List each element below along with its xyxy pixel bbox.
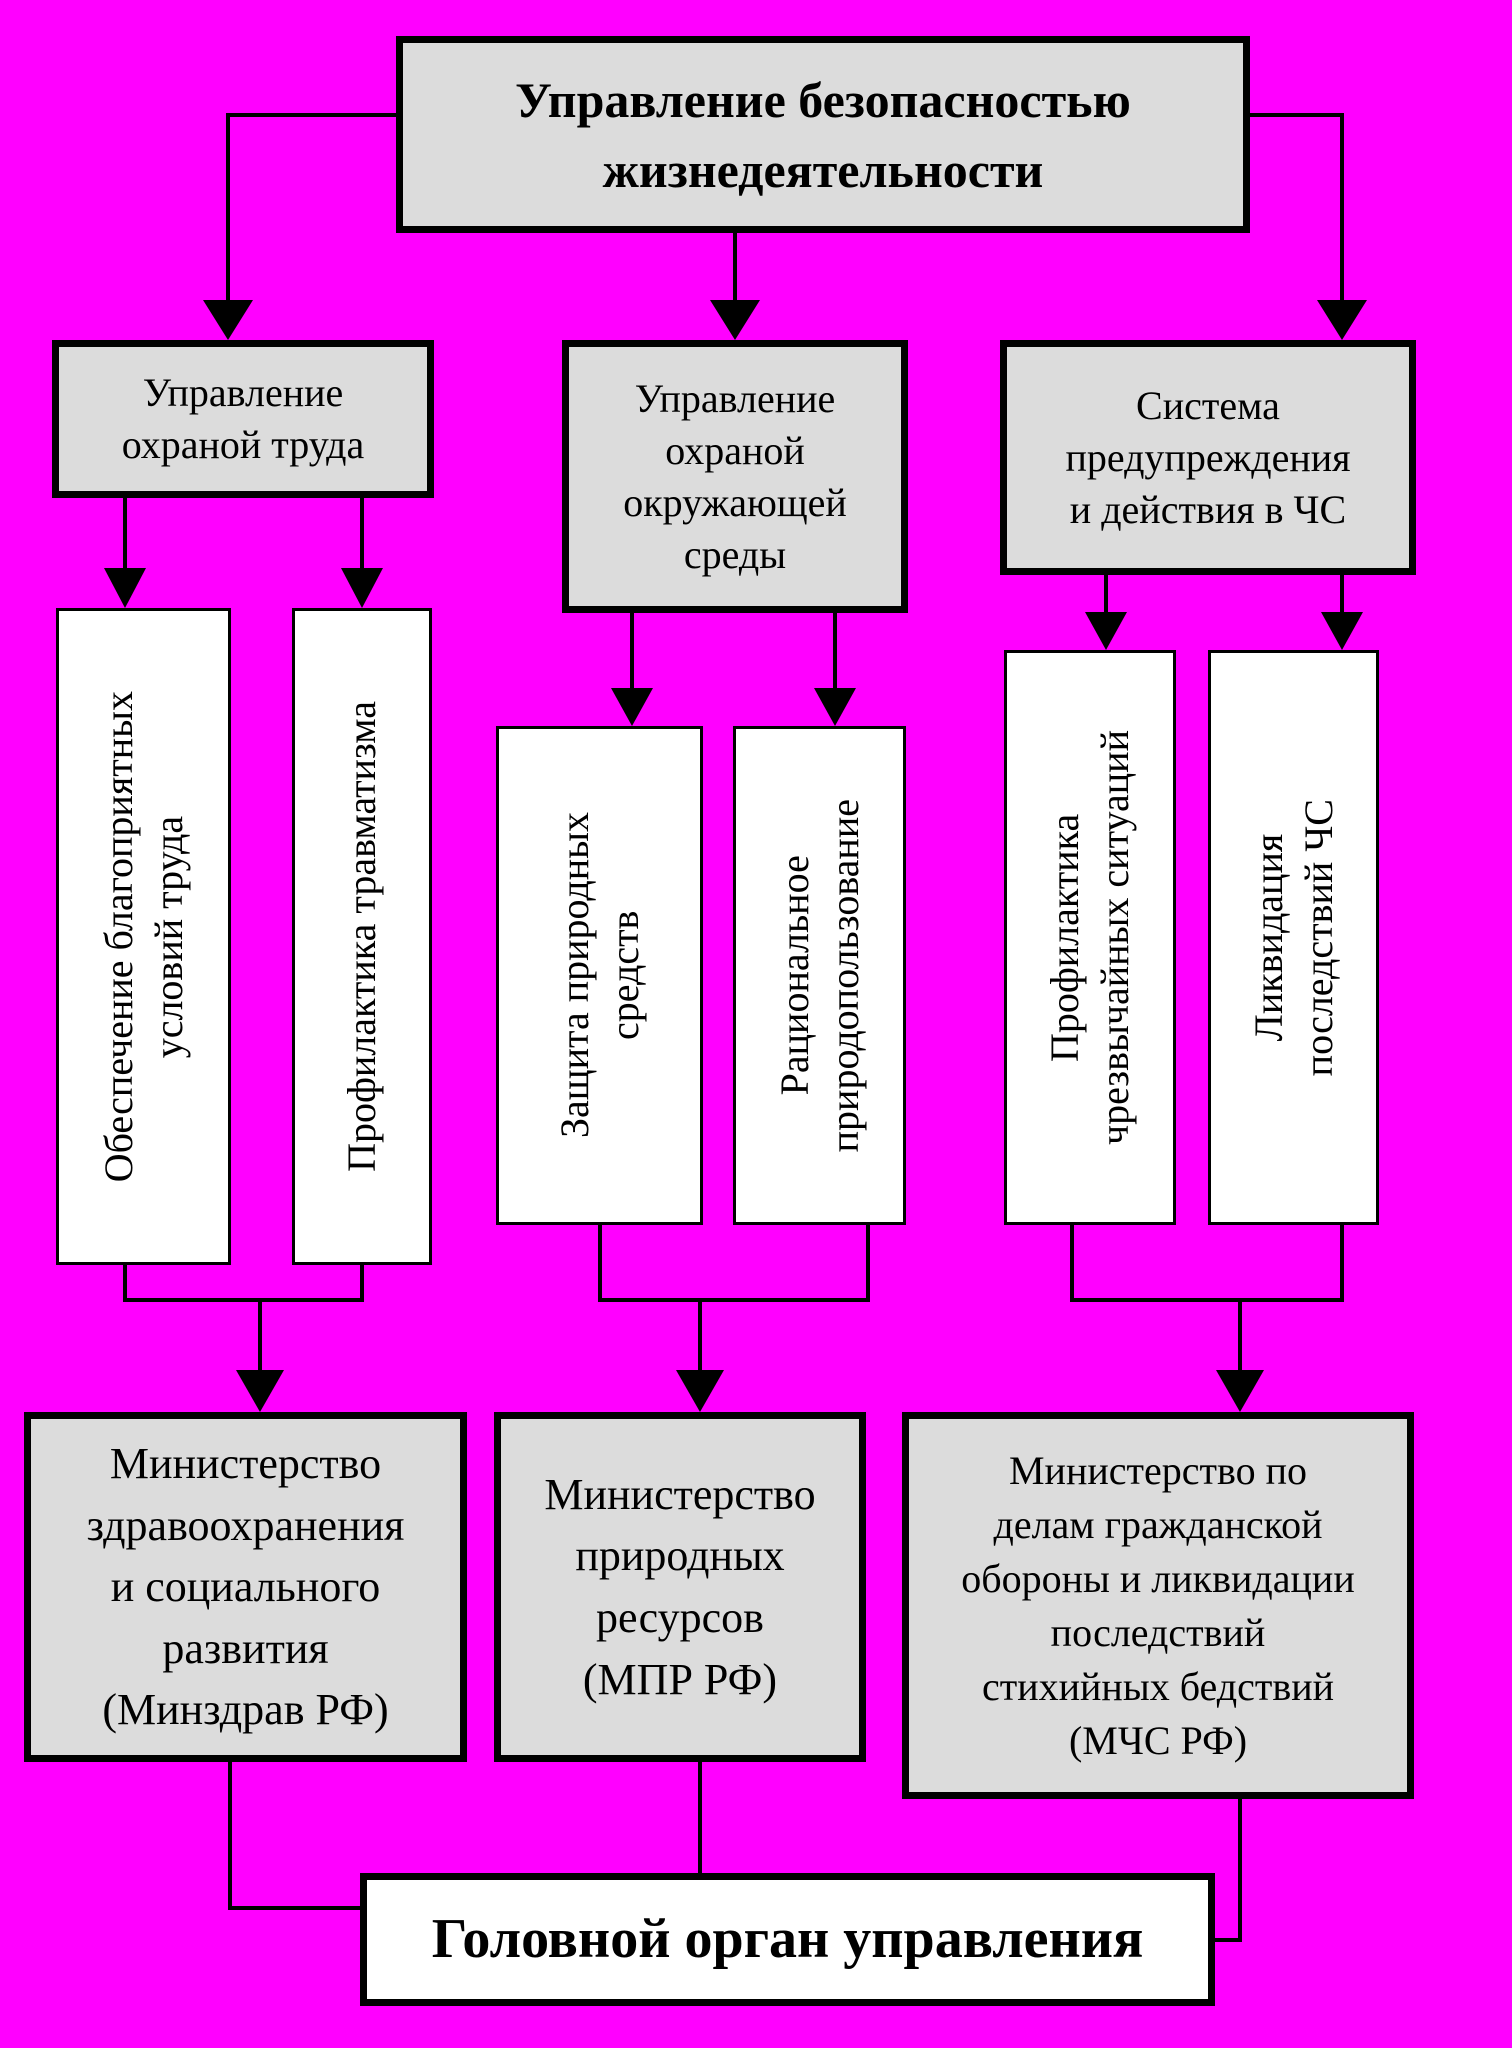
task-label: Профилактика травматизма [339,701,384,1172]
branch-label: Управление охраной окружающей среды [623,375,847,577]
connector-m1-head [228,1762,360,1910]
branch-labor-protection: Управление охраной труда [52,340,434,498]
task-label: Рациональное природопользование [771,798,867,1153]
arrow-icon [1085,612,1127,650]
task-emergency-liquidation: Ликвидация последствий ЧС [1208,650,1379,1225]
task-emergency-prevention: Профилактика чрезвычайных ситуаций [1004,650,1176,1225]
connector-m3-head [1215,1799,1242,1942]
task-label: Защита природных средств [551,812,647,1139]
arrow-icon [236,1370,284,1412]
branch-environment-protection: Управление охраной окружающей среды [562,340,908,613]
connector-paths [123,113,1344,1942]
connector-root-left [226,113,396,310]
root-box: Управление безопасностью жизнедеятельнос… [396,36,1250,233]
branch-label: Управление охраной труда [121,370,365,467]
connector-group2 [598,1225,870,1302]
branch-emergency-system: Система предупреждения и действия в ЧС [1000,340,1416,575]
task-rational-use: Рациональное природопользование [733,726,906,1225]
task-label: Обеспечение благоприятных условий труда [95,690,191,1183]
head-authority-box: Головной орган управления [360,1873,1215,2006]
arrow-icon [203,300,253,340]
arrow-icon [814,688,856,726]
arrow-icon [1321,612,1363,650]
connector-group1 [123,1265,364,1302]
ministry-health: Министерство здравоохранения и социально… [24,1412,467,1762]
task-injury-prevention: Профилактика травматизма [292,608,432,1265]
ministry-natural-resources: Министерство природных ресурсов (МПР РФ) [494,1412,866,1762]
task-label: Профилактика чрезвычайных ситуаций [1042,729,1137,1146]
arrow-icon [710,300,760,340]
connector-root-right [1250,113,1344,310]
ministry-emergencies: Министерство по делам гражданской оборон… [902,1412,1414,1799]
arrow-icon [104,568,146,608]
arrow-icon [676,1370,724,1412]
ministry-label: Министерство по делам гражданской оборон… [961,1447,1355,1763]
head-authority-label: Головной орган управления [431,1908,1144,1971]
arrow-icon [1216,1370,1264,1412]
arrow-icon [341,568,383,608]
arrow-icon [1317,300,1367,340]
connector-group3 [1070,1225,1344,1302]
task-nature-protection: Защита природных средств [496,726,703,1225]
ministry-label: Министерство природных ресурсов (МПР РФ) [544,1469,816,1704]
arrowheads [104,300,1367,1412]
ministry-label: Министерство здравоохранения и социально… [86,1439,405,1735]
task-favorable-conditions: Обеспечение благоприятных условий труда [56,608,231,1265]
root-title: Управление безопасностью жизнедеятельнос… [515,71,1131,198]
task-label: Ликвидация последствий ЧС [1245,798,1341,1077]
branch-label: Система предупреждения и действия в ЧС [1065,382,1351,532]
arrow-icon [611,688,653,726]
